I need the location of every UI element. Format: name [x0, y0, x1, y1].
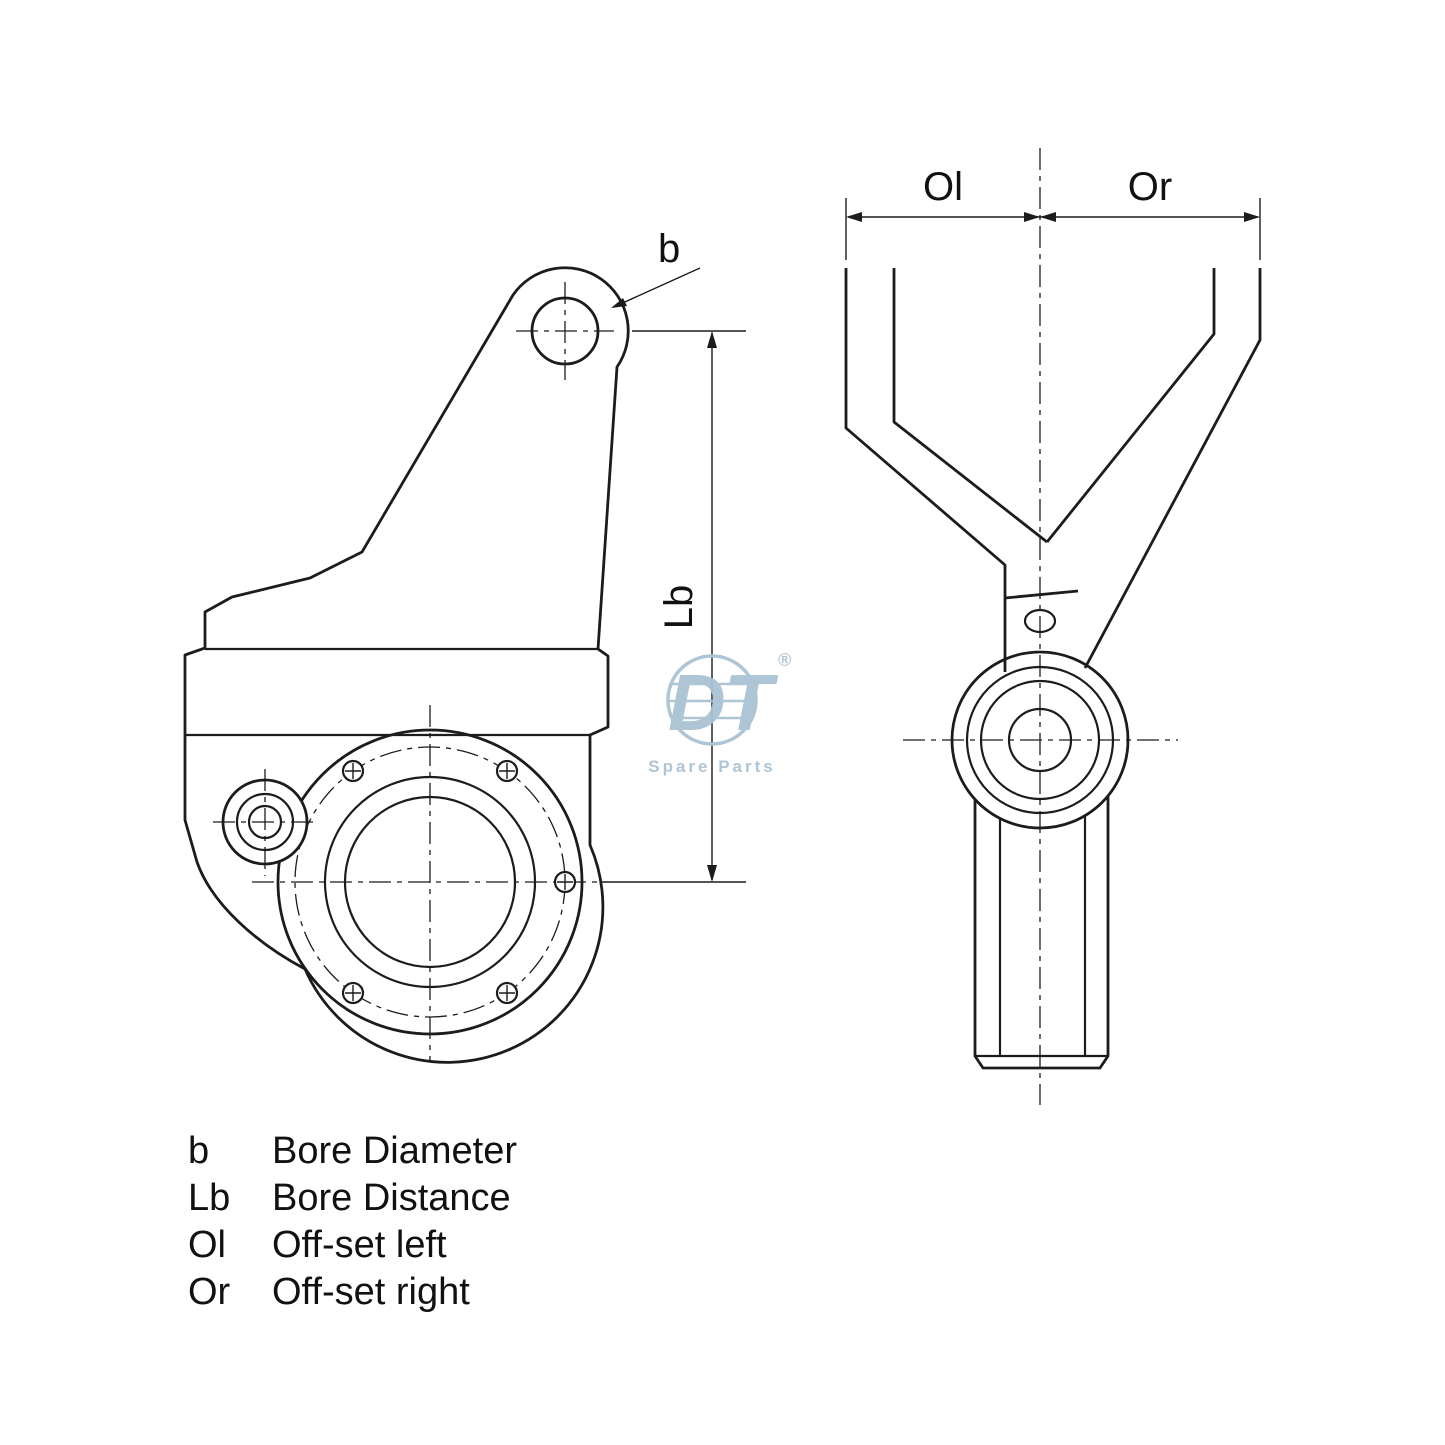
bore-leader-line	[615, 267, 701, 307]
registered-trademark-icon: ®	[778, 650, 791, 670]
screw-hole	[553, 870, 577, 894]
offset-left-label: Ol	[923, 165, 963, 209]
arrowhead-outer-right	[1244, 212, 1260, 222]
legend-symbol: Ol	[188, 1224, 226, 1266]
cover-screws	[341, 759, 577, 1005]
arrowhead-center-left	[1024, 212, 1040, 222]
legend-symbol: b	[188, 1130, 209, 1172]
fork-right-prong-outer	[1083, 268, 1262, 669]
legend-symbol: Or	[188, 1271, 231, 1313]
dt-logo-watermark: DT ® Spare Parts	[648, 650, 791, 776]
fork-left-prong-inner	[892, 268, 1048, 544]
screw-hole	[495, 981, 519, 1005]
legend-description: Bore Diameter	[272, 1130, 517, 1172]
legend-row: Or Off-set right	[188, 1271, 470, 1313]
legend-row: Ol Off-set left	[188, 1224, 447, 1266]
arrowhead-center-right	[1040, 212, 1056, 222]
arrowhead-outer-left	[846, 212, 862, 222]
bore-distance-label: Lb	[657, 585, 701, 630]
screw-hole	[495, 759, 519, 783]
watermark-brand-text: DT	[668, 658, 779, 747]
shaft-outline	[973, 796, 1110, 1070]
side-view	[183, 266, 630, 1064]
globe-latitude-lines	[668, 682, 756, 720]
screw-hole	[341, 759, 365, 783]
legend-symbol: Lb	[188, 1177, 230, 1219]
side-view-outline	[183, 266, 630, 1064]
legend: b Bore Diameter Lb Bore Distance Ol Off-…	[188, 1130, 517, 1313]
housing-ring	[323, 775, 537, 989]
bore-label: b	[658, 227, 680, 271]
legend-row: b Bore Diameter	[188, 1130, 517, 1172]
legend-description: Off-set left	[272, 1224, 447, 1266]
fork-left-prong-outer	[844, 268, 1007, 672]
dimension-arrowhead-bottom	[707, 865, 717, 882]
spline-bore-circle	[343, 795, 517, 969]
offset-right-label: Or	[1128, 165, 1172, 209]
dimension-arrowhead-top	[707, 331, 717, 348]
bore-distance-dimension: Lb	[600, 330, 746, 883]
arm-bore	[516, 282, 614, 380]
hub-collar-top-edge	[1004, 589, 1079, 600]
offset-dimensions: Ol Or	[845, 165, 1261, 260]
adjuster-boss	[213, 769, 318, 876]
legend-row: Lb Bore Distance	[188, 1177, 511, 1219]
watermark-subtitle: Spare Parts	[648, 757, 776, 776]
front-view	[844, 148, 1262, 1105]
bore-leader-arrowhead	[611, 298, 627, 308]
bore-dimension-callout: b	[611, 227, 701, 308]
screw-hole	[341, 981, 365, 1005]
legend-description: Bore Distance	[272, 1177, 511, 1219]
fork-right-prong-inner	[1045, 268, 1216, 543]
legend-description: Off-set right	[272, 1271, 470, 1313]
